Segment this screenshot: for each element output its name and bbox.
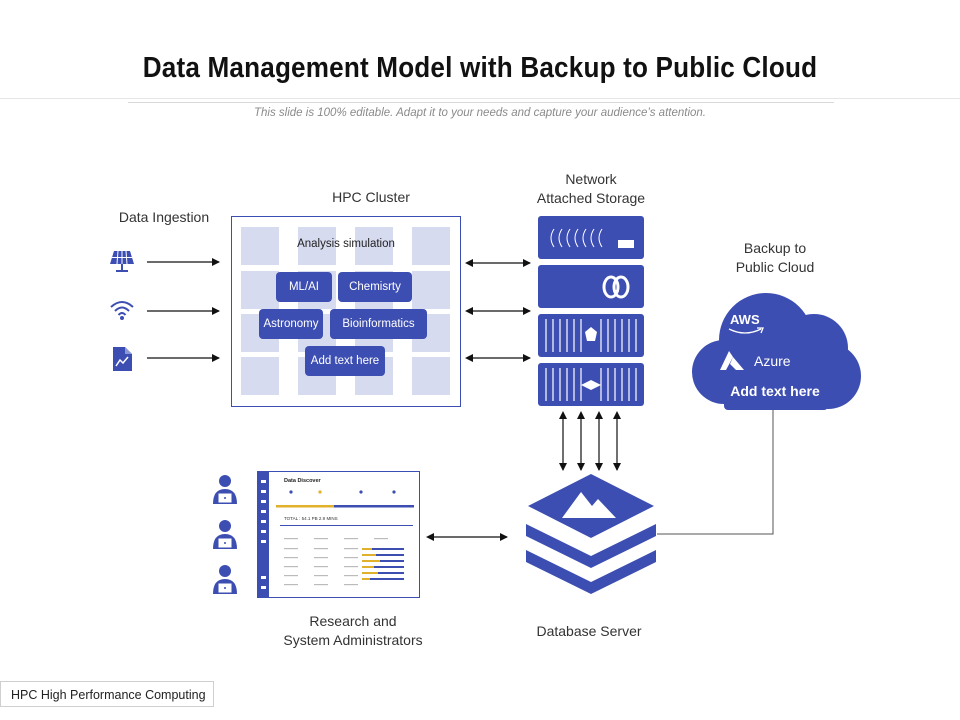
nas-label-line2: Attached Storage xyxy=(536,190,646,206)
dashboard-content xyxy=(261,480,414,589)
nas-vents-icon xyxy=(545,319,637,352)
hpc-grid-cell xyxy=(298,227,336,265)
research-label-line1: Research and xyxy=(309,613,397,629)
backup-label-line1: Backup to xyxy=(743,240,807,256)
nas-label-line1: Network xyxy=(565,171,617,187)
user-laptop-icon xyxy=(213,565,237,594)
hpc-chemistry: Chemisrty xyxy=(338,272,412,302)
wifi-icon xyxy=(110,301,134,320)
hpc-astronomy: Astronomy xyxy=(259,309,323,339)
title-divider xyxy=(0,98,960,99)
hpc-bioinformatics: Bioinformatics xyxy=(330,309,427,339)
nas-unit-1 xyxy=(538,216,644,259)
cloud-shape xyxy=(692,293,861,410)
nas-unit-2 xyxy=(538,265,644,308)
line-db-to-cloud xyxy=(657,410,774,535)
hpc-ml-ai: ML/AI xyxy=(276,272,332,302)
hpc-grid-cell xyxy=(412,357,450,395)
nas-vents-icon xyxy=(545,368,637,401)
dashboard-thumbnail: Data Discover TOTAL : 54.1 PB 2.9 MINS xyxy=(257,471,420,598)
hpc-grid-cell xyxy=(412,227,450,265)
subtitle: This slide is 100% editable. Adapt it to… xyxy=(254,107,706,119)
hpc-grid-cell xyxy=(241,227,279,265)
nas-unit-4 xyxy=(538,363,644,406)
title-underline xyxy=(128,102,834,103)
dashboard-title: Data Discover xyxy=(284,478,321,484)
nas-rings-icon xyxy=(602,275,630,299)
hpc-grid-cell xyxy=(355,227,393,265)
research-label-line2: System Administrators xyxy=(283,632,423,648)
dashboard-sidebar xyxy=(258,472,269,597)
azure-logo-icon xyxy=(720,351,744,370)
data-ingestion-label: Data Ingestion xyxy=(118,209,210,225)
nas-arcs-icon xyxy=(550,228,634,248)
backup-label-line2: Public Cloud xyxy=(735,259,815,275)
azure-label: Azure xyxy=(754,353,791,369)
user-laptop-icon xyxy=(213,520,237,549)
hpc-analysis-label: Analysis simulation xyxy=(297,238,395,250)
dashboard-total: TOTAL : 54.1 PB 2.9 MINS xyxy=(284,516,338,521)
nas-unit-3 xyxy=(538,314,644,357)
user-laptop-icon xyxy=(213,475,237,504)
hpc-grid-cell xyxy=(241,271,279,309)
mountain-layers-icon xyxy=(526,474,656,594)
solar-panel-icon xyxy=(110,250,134,272)
aws-label: AWS xyxy=(730,312,760,327)
page-title: Data Management Model with Backup to Pub… xyxy=(142,52,818,84)
hpc-grid-cell xyxy=(241,357,279,395)
hpc-cluster-label: HPC Cluster xyxy=(332,189,410,205)
footer-note: HPC High Performance Computing xyxy=(0,681,214,707)
database-server-label: Database Server xyxy=(536,623,642,639)
hpc-grid-cell xyxy=(412,271,450,309)
hpc-add-text: Add text here xyxy=(305,346,385,376)
aws-arrow-icon xyxy=(728,327,764,334)
cloud-add-text: Add text here xyxy=(730,383,820,399)
document-chart-icon xyxy=(113,347,132,371)
